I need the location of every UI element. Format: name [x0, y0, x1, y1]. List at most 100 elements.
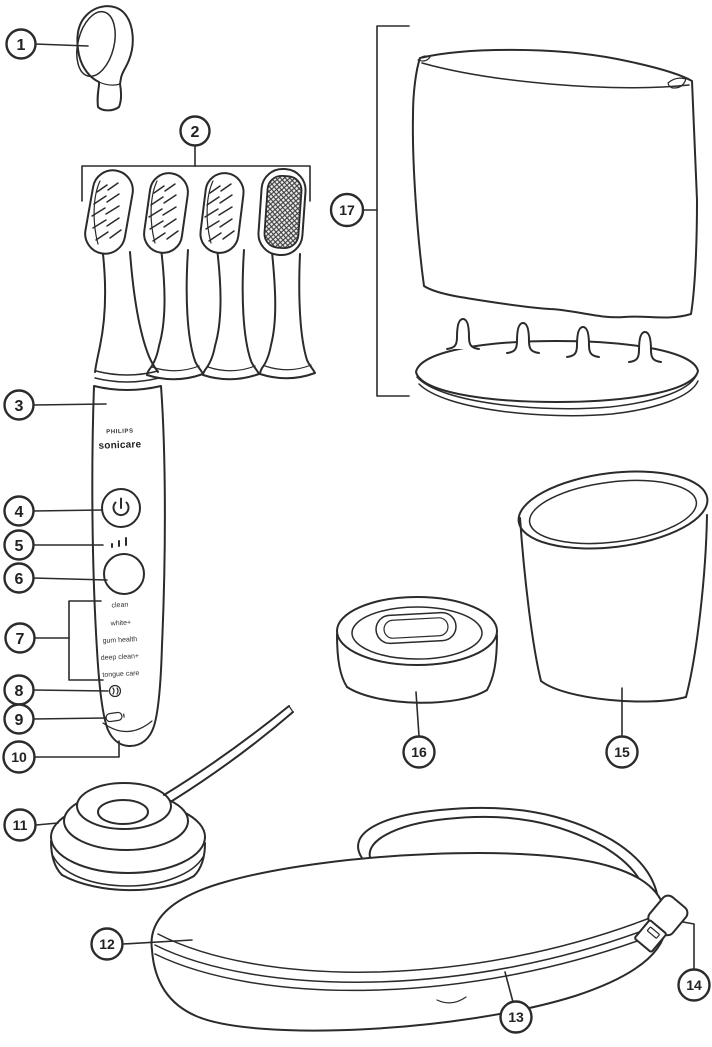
brush-head-2-plate-line: [150, 180, 158, 244]
svg-text:11: 11: [13, 817, 28, 833]
svg-text:7: 7: [16, 631, 25, 648]
charger-post-hole: [97, 799, 149, 825]
svg-text:6: 6: [15, 571, 24, 588]
travel-case-latch: [436, 996, 467, 1004]
mode-label-white: white+: [110, 619, 132, 627]
svg-text:14: 14: [686, 977, 702, 993]
travel-case-seam-3: [154, 930, 665, 992]
handle-bottom-seam: [102, 720, 153, 733]
svg-text:1: 1: [17, 37, 26, 54]
glass-rim-inner: [528, 479, 698, 545]
tongue-care-head-stem: [259, 251, 316, 380]
mode-label-gum-health: gum health: [102, 636, 137, 645]
brush-head-2-flare: [151, 365, 200, 372]
brush-head-3-stem: [202, 247, 260, 381]
callout-13-travel-case-bottom: 13: [499, 971, 533, 1034]
charging-glass: [517, 470, 709, 703]
charger-base-side-right: [193, 842, 206, 877]
base-side-left: [336, 633, 348, 688]
callouts: 1 2 3 4 5 6: [2, 25, 711, 1034]
travel-case-seam-2: [154, 922, 664, 983]
toothbrush-handle: PHILIPS sonicare clean white+ gum health…: [91, 251, 166, 747]
handle-neck-left: [94, 253, 107, 373]
callout-15-charging-glass: 15: [605, 687, 639, 769]
svg-text:15: 15: [614, 744, 630, 760]
callout-16-charging-base: 16: [402, 691, 436, 769]
mode-label-deep-clean: deep clean+: [101, 653, 140, 662]
collar-ring-2: [94, 377, 160, 383]
callout-7-modes: 7: [4, 600, 104, 681]
charger-base-seam: [52, 855, 204, 887]
tray-rim-2: [416, 373, 698, 410]
storage-cover-notch-right: [667, 77, 687, 89]
cap-face: [76, 10, 116, 78]
mode-label-clean: clean: [111, 602, 128, 610]
usb-plug: [634, 894, 689, 953]
svg-text:4: 4: [15, 504, 24, 521]
storage-cover-outline: [411, 48, 698, 319]
tray-peg-3: [566, 326, 600, 358]
glass-rim-outer: [517, 470, 709, 550]
callout-4-power-button: 4: [3, 495, 103, 527]
svg-text:17: 17: [339, 202, 355, 218]
callout-12-travel-case-lid: 12: [90, 927, 193, 961]
glass-side-left: [519, 517, 542, 682]
tray-rim-3: [418, 380, 699, 417]
tray-peg-1: [446, 318, 480, 350]
callout-8-replacement-icon: 8: [3, 674, 109, 706]
battery-icon: [105, 711, 125, 723]
tray-peg-2: [506, 322, 540, 354]
brush-head-3-flare: [207, 365, 256, 372]
callout-1-brush-head-cap: 1: [5, 28, 89, 60]
svg-text:13: 13: [508, 1009, 524, 1025]
power-icon: [112, 497, 130, 517]
charger-base-side-left: [50, 840, 63, 876]
brush-head-replacement-icon: [108, 684, 122, 698]
brush-head-cap: [76, 5, 134, 112]
brush-head-storage-case: [411, 48, 699, 417]
base-bottom: [346, 686, 488, 704]
svg-text:3: 3: [15, 398, 24, 415]
svg-text:10: 10: [11, 749, 27, 765]
brush-heads-group: [84, 167, 316, 381]
handle-outline: [91, 385, 166, 747]
cap-neck-seam: [98, 81, 121, 86]
intensity-level-icon: [111, 537, 127, 548]
glass-side-right: [685, 514, 708, 698]
brush-head-2-stem: [146, 247, 204, 381]
mode-labels: clean white+ gum health deep clean+ tong…: [101, 602, 140, 679]
callout-17-storage-case: 17: [329, 25, 410, 397]
base-top-outer: [336, 596, 498, 666]
travel-case-cable: [357, 806, 659, 901]
collar-ring-1: [95, 370, 159, 376]
svg-text:2: 2: [191, 124, 200, 141]
brand-philips: PHILIPS: [106, 429, 134, 436]
glass-bottom: [540, 680, 687, 703]
travel-case-outline: [150, 852, 668, 1032]
svg-text:12: 12: [99, 936, 115, 952]
svg-text:16: 16: [411, 744, 427, 760]
tray-peg-4: [628, 331, 662, 363]
base-recess-inner: [383, 617, 449, 639]
callout-2-brush-heads: 2: [81, 115, 311, 202]
svg-text:5: 5: [15, 538, 24, 555]
base-top-inner: [351, 606, 483, 660]
handle-neck-right: [129, 251, 159, 373]
tongue-care-head-flare: [264, 364, 312, 371]
callout-6-mode-button: 6: [3, 562, 108, 594]
travel-case: [150, 806, 689, 1032]
charging-base: [336, 596, 498, 704]
tongue-care-pad: [263, 174, 303, 250]
callout-3-handle: 3: [3, 389, 107, 421]
power-button-ring: [101, 488, 141, 528]
mode-button: [103, 553, 145, 595]
svg-text:8: 8: [15, 683, 24, 700]
brush-head-tray: [415, 318, 699, 417]
mode-label-tongue-care: tongue care: [102, 670, 139, 679]
callout-10-handle-bottom: 10: [2, 740, 120, 774]
travel-case-seam-1: [157, 913, 661, 973]
brand-sonicare: sonicare: [98, 439, 141, 451]
storage-cover-notch-left: [417, 55, 431, 62]
